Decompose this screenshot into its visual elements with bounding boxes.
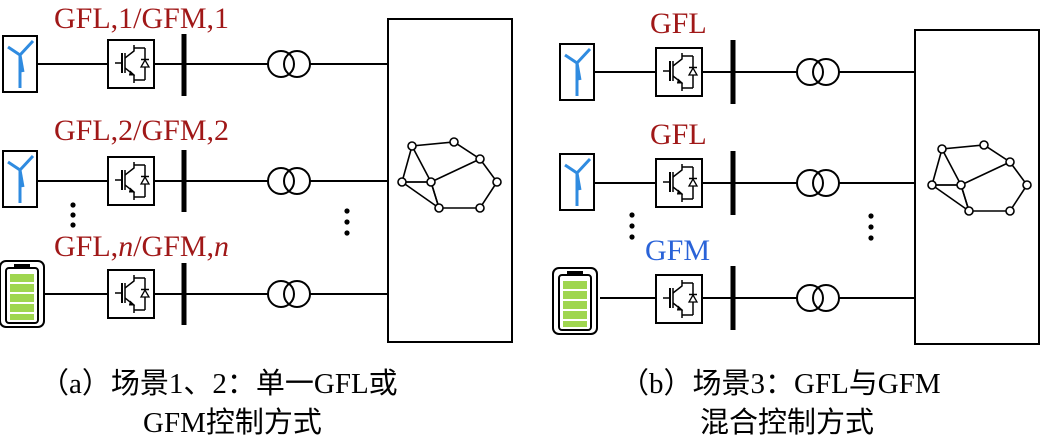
- converter-igbt-icon: [107, 39, 155, 89]
- vertical-ellipsis-icon: [344, 208, 350, 236]
- converter-igbt-icon: [655, 158, 703, 208]
- converter-igbt-icon: [107, 156, 155, 206]
- label-row3-n2: n: [214, 230, 229, 263]
- grid-box: [387, 18, 513, 343]
- label-row3-mid: /GFM,: [133, 230, 214, 263]
- label-row2: GFL,2/GFM,2: [54, 114, 229, 147]
- label-row3: GFM: [645, 234, 710, 267]
- converter-igbt-icon: [655, 47, 703, 97]
- wind-turbine-icon: [1, 149, 39, 209]
- vertical-ellipsis-icon: [868, 213, 874, 241]
- caption-b-line1: （b）场景3：GFL与GFM: [620, 368, 941, 400]
- label-row3: GFL,n/GFM,n: [54, 230, 229, 263]
- panel-a: GFL,1/GFM,1 GFL,2/GFM,2 GFL,n/GFM,n （a）场…: [0, 2, 513, 439]
- caption-a-line1: （a）场景1、2：单一GFL或: [40, 367, 398, 400]
- wind-turbine-icon: [558, 42, 596, 102]
- label-row1: GFL: [650, 7, 707, 40]
- feeder-lines: [594, 71, 915, 299]
- battery-icon: [0, 260, 45, 328]
- wind-turbine-icon: [1, 34, 39, 94]
- transformer-icon: [267, 50, 311, 78]
- transformer-icon: [796, 58, 840, 86]
- caption-a-line2: GFM控制方式: [143, 406, 322, 439]
- vertical-ellipsis-icon: [70, 202, 76, 228]
- transformer-icon: [267, 280, 311, 308]
- transformer-icon: [796, 284, 840, 312]
- battery-icon: [552, 267, 598, 335]
- label-row3-prefix: GFL,: [54, 230, 118, 263]
- wind-turbine-icon: [558, 152, 596, 212]
- transformer-icon: [267, 167, 311, 195]
- caption-b-line2: 混合控制方式: [700, 406, 874, 439]
- panel-b: GFL GFL GFM （b）场景3：GFL与GFM 混合控制方式: [552, 7, 1040, 439]
- label-row1: GFL,1/GFM,1: [54, 2, 229, 35]
- converter-igbt-icon: [655, 274, 703, 324]
- label-row2: GFL: [650, 118, 707, 151]
- label-row3-n1: n: [118, 230, 133, 263]
- converter-igbt-icon: [107, 269, 155, 319]
- vertical-ellipsis-icon: [629, 212, 635, 240]
- transformer-icon: [796, 169, 840, 197]
